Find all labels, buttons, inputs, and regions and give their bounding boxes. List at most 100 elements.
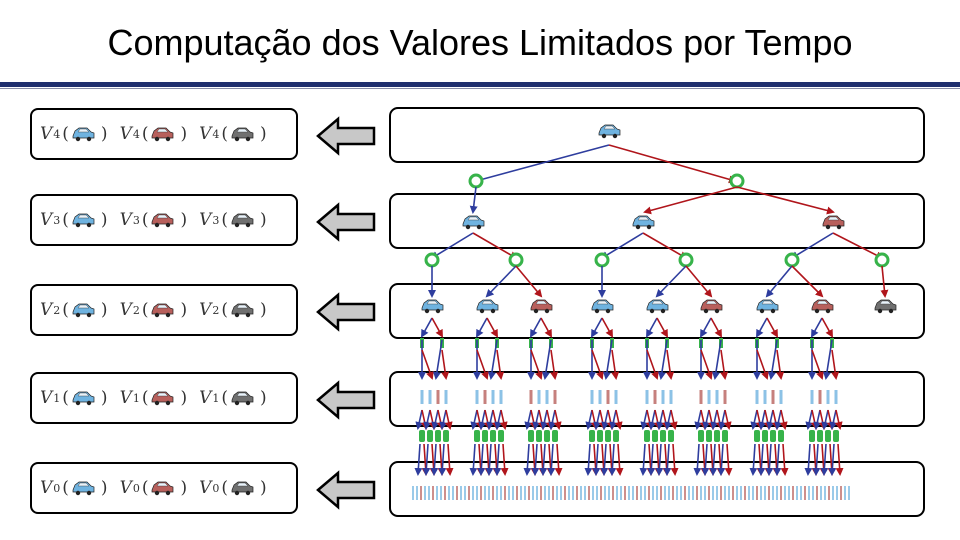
- value-index: 0: [212, 481, 220, 495]
- close-paren: ): [260, 124, 267, 144]
- tree-edge: [835, 443, 844, 476]
- tree-edge: [831, 349, 840, 380]
- car-node-icon: [440, 486, 442, 500]
- tree-edge: [550, 349, 559, 380]
- car-node-icon: [810, 390, 814, 404]
- value-symbol: V: [119, 300, 132, 320]
- tree-edge: [600, 443, 609, 476]
- car-node-icon: [491, 390, 495, 404]
- value-symbol: V: [119, 388, 132, 408]
- car-node-icon: [436, 486, 438, 500]
- tree-edge: [647, 443, 656, 476]
- tree-edge: [709, 443, 718, 476]
- tree-edge: [486, 409, 495, 430]
- value-index: 1: [132, 391, 140, 405]
- car-node-icon: [476, 299, 499, 314]
- car-node-icon: [699, 390, 703, 404]
- car-node-icon: [800, 486, 802, 500]
- tree-edge: [476, 349, 489, 380]
- tree-edge: [829, 409, 838, 430]
- car-node-icon: [606, 390, 610, 404]
- tree-edge: [470, 409, 479, 430]
- value-symbol: V: [40, 388, 53, 408]
- tree-edge: [773, 443, 782, 476]
- tree-edge: [766, 317, 778, 338]
- tree-edge: [723, 409, 732, 430]
- tree-edge: [554, 443, 563, 476]
- value-index: 2: [132, 303, 140, 317]
- tree-edge: [832, 232, 884, 259]
- tree-edge: [592, 443, 601, 476]
- tree-edge: [822, 339, 833, 380]
- chance-node: [544, 430, 550, 442]
- chance-node: [435, 430, 441, 442]
- car-node-icon: [824, 486, 826, 500]
- tree-edge: [767, 339, 778, 380]
- open-paren: (: [141, 388, 149, 408]
- tree-level-box: [389, 193, 925, 249]
- car-node-icon: [483, 390, 487, 404]
- tree-edge: [485, 443, 494, 476]
- car-node-icon: [792, 486, 794, 500]
- car-node-icon: [424, 486, 426, 500]
- tree-edge: [472, 232, 518, 260]
- value-symbol: V: [40, 478, 53, 498]
- tree-edge: [487, 339, 498, 380]
- chance-node: [424, 252, 440, 268]
- tree-edge: [804, 443, 813, 476]
- tree-edge: [421, 349, 434, 380]
- car-node-icon: [648, 486, 650, 500]
- tree-edge: [724, 443, 733, 476]
- car-node-icon: [704, 486, 706, 500]
- tree-edge: [700, 349, 713, 380]
- tree-edge: [609, 409, 618, 430]
- car-node-icon: [764, 486, 766, 500]
- car-node-icon: [499, 390, 503, 404]
- car-node-icon: [804, 486, 806, 500]
- car-node-icon: [816, 486, 818, 500]
- tree-edge: [664, 409, 673, 430]
- tree-edge: [600, 232, 644, 260]
- car-node-icon: [836, 486, 838, 500]
- chance-node: [778, 430, 784, 442]
- close-paren: ): [100, 210, 108, 230]
- tree-edge: [611, 349, 620, 380]
- car-node-icon: [464, 486, 466, 500]
- car-node-icon: [848, 486, 850, 500]
- car-node-icon: [834, 390, 838, 404]
- tree-edge: [548, 409, 557, 430]
- tree-edge: [496, 349, 505, 380]
- car-node-icon: [488, 486, 490, 500]
- value-symbol: V: [119, 210, 132, 230]
- car-node-icon: [616, 486, 618, 500]
- car-node-icon: [600, 486, 602, 500]
- left-arrow-icon: [316, 202, 376, 242]
- close-paren: ): [100, 124, 108, 144]
- tree-edge: [828, 443, 837, 476]
- car-node-icon: [708, 486, 710, 500]
- car-node-icon: [644, 486, 646, 500]
- car-node-icon: [653, 390, 657, 404]
- tree-edge: [821, 409, 830, 430]
- car-node-icon: [412, 486, 414, 500]
- tree-edge: [547, 443, 556, 476]
- chance-node: [528, 430, 534, 442]
- tree-edge: [701, 443, 710, 476]
- car-node-icon: [752, 486, 754, 500]
- car-node-icon: [632, 215, 655, 230]
- car-node-icon: [820, 486, 822, 500]
- car-node-icon: [636, 486, 638, 500]
- car-node-icon: [684, 486, 686, 500]
- tree-edge: [811, 349, 824, 380]
- left-arrow-icon: [316, 292, 376, 332]
- car-node-icon: [608, 486, 610, 500]
- tree-edge: [531, 443, 540, 476]
- tree-edge: [438, 443, 447, 476]
- car-node-icon: [740, 486, 742, 500]
- car-node-icon: [516, 486, 518, 500]
- close-paren: ): [180, 478, 188, 498]
- car-node-icon: [676, 486, 678, 500]
